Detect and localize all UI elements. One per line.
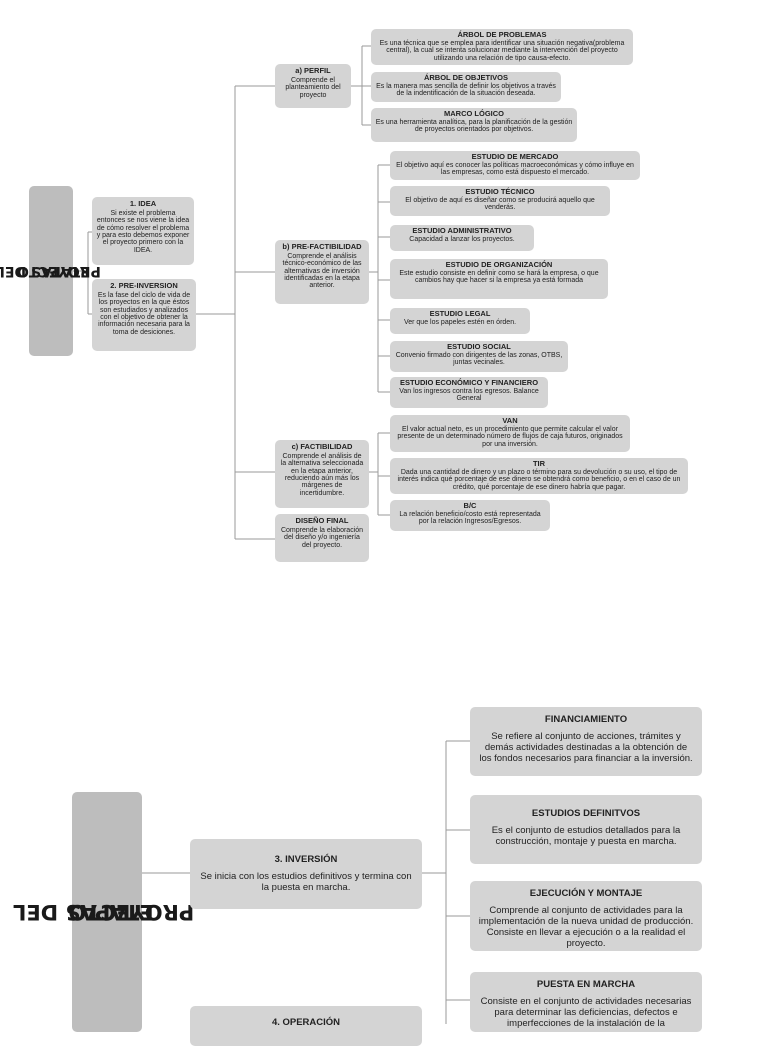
inversion-box: 3. INVERSIÓN Se inicia con los estudios … — [190, 839, 422, 909]
operacion-box: 4. OPERACIÓN — [190, 1006, 422, 1046]
tir-title: TIR — [532, 459, 546, 468]
connector-lines — [73, 45, 470, 1024]
estudio-mercado-desc: El objetivo aquí es conocer las política… — [396, 161, 634, 177]
preinversion-title: 2. PRE-INVERSION — [110, 281, 178, 290]
estudios-definitivos-desc: Es el conjunto de estudios detallados pa… — [491, 824, 681, 847]
estudio-social-desc: Convenio firmado con dirigentes de las z… — [395, 351, 563, 367]
estudio-economico-box: ESTUDIO ECONÓMICO Y FINANCIERO Van los i… — [390, 377, 548, 408]
financiamiento-title: FINANCIAMIENTO — [544, 714, 628, 725]
root-title: ETAPAS DEL PROYECTO — [0, 263, 101, 279]
tir-desc: Dada una cantidad de dinero y un plazo o… — [397, 468, 681, 491]
estudio-legal-desc: Ver que los papeles estén en órden. — [403, 318, 517, 326]
preinversion-box: 2. PRE-INVERSION Es la fase del ciclo de… — [92, 279, 196, 351]
tir-box: TIR Dada una cantidad de dinero y un pla… — [390, 458, 688, 494]
estudio-legal-title: ESTUDIO LEGAL — [429, 309, 491, 318]
perfil-box: a) PERFIL Comprende el planteamiento del… — [275, 64, 351, 108]
puesta-marcha-desc: Consiste en el conjunto de actividades n… — [480, 995, 692, 1029]
estudio-social-box: ESTUDIO SOCIAL Convenio firmado con diri… — [390, 341, 568, 372]
ejecucion-montaje-desc: Comprende al conjunto de actividades par… — [478, 904, 694, 949]
arbol-objetivos-desc: Es la manera mas sencilla de definir los… — [376, 82, 556, 98]
arbol-objetivos-title: ÁRBOL DE OBJETIVOS — [423, 73, 509, 82]
van-title: VAN — [502, 416, 518, 425]
idea-title: 1. IDEA — [129, 199, 157, 208]
financiamiento-desc: Se refiere al conjunto de acciones, trám… — [479, 730, 693, 764]
estudio-economico-title: ESTUDIO ECONÓMICO Y FINANCIERO — [399, 378, 539, 387]
estudio-economico-desc: Van los ingresos contra los egresos. Bal… — [399, 387, 539, 403]
estudio-organizacion-desc: Este estudio consiste en definir como se… — [399, 269, 599, 285]
ejecucion-montaje-box: EJECUCIÓN Y MONTAJE Comprende al conjunt… — [470, 881, 702, 951]
estudio-administrativo-box: ESTUDIO ADMINISTRATIVO Capacidad a lanza… — [390, 225, 534, 251]
prefactibilidad-title: b) PRE-FACTIBILIDAD — [282, 242, 362, 251]
arbol-problemas-box: ÁRBOL DE PROBLEMAS Es una técnica que se… — [371, 29, 633, 65]
estudio-mercado-box: ESTUDIO DE MERCADO El objetivo aquí es c… — [390, 151, 640, 180]
arbol-objetivos-box: ÁRBOL DE OBJETIVOS Es la manera mas senc… — [371, 72, 561, 102]
prefactibilidad-box: b) PRE-FACTIBILIDAD Comprende el análisi… — [275, 240, 369, 304]
diseno-final-box: DISEÑO FINAL Comprende la elaboración de… — [275, 514, 369, 562]
root-title-box: ETAPAS DEL PROYECTO — [0, 186, 101, 356]
idea-desc: Si existe el problema entonces se nos vi… — [96, 209, 190, 254]
prefactibilidad-desc: Comprende el análisis técnico-económico … — [282, 252, 362, 290]
puesta-marcha-box: PUESTA EN MARCHA Consiste en el conjunto… — [470, 972, 702, 1032]
arbol-problemas-desc: Es una técnica que se emplea para identi… — [379, 39, 625, 62]
marco-logico-title: MARCO LÓGICO — [444, 109, 504, 118]
idea-box: 1. IDEA Si existe el problema entonces s… — [92, 197, 194, 265]
root-title-2: ETAPAS DEL PROYECTO — [12, 900, 194, 924]
estudio-organizacion-title: ESTUDIO DE ORGANIZACIÓN — [445, 260, 553, 269]
bc-box: B/C La relación beneficio/costo está rep… — [390, 500, 550, 531]
factibilidad-title: c) FACTIBILIDAD — [291, 442, 353, 451]
inversion-desc: Se inicia con los estudios definitivos y… — [200, 870, 412, 893]
factibilidad-desc: Comprende el análisis de la alternativa … — [280, 452, 364, 497]
bc-title: B/C — [463, 501, 477, 510]
perfil-desc: Comprende el planteamiento del proyecto — [285, 76, 341, 99]
estudio-social-title: ESTUDIO SOCIAL — [447, 342, 511, 351]
financiamiento-box: FINANCIAMIENTO Se refiere al conjunto de… — [470, 707, 702, 776]
van-box: VAN El valor actual neto, es un procedim… — [390, 415, 630, 452]
marco-logico-box: MARCO LÓGICO Es una herramienta analític… — [371, 108, 577, 142]
estudio-tecnico-title: ESTUDIO TÉCNICO — [465, 187, 535, 196]
estudio-administrativo-desc: Capacidad a lanzar los proyectos. — [409, 235, 515, 243]
preinversion-desc: Es la fase del ciclo de vida de los proy… — [97, 291, 191, 336]
van-desc: El valor actual neto, es un procedimient… — [397, 425, 623, 448]
factibilidad-box: c) FACTIBILIDAD Comprende el análisis de… — [275, 440, 369, 508]
bc-desc: La relación beneficio/costo está represe… — [399, 510, 541, 526]
inversion-title: 3. INVERSIÓN — [274, 854, 338, 865]
marco-logico-desc: Es una herramienta analítica, para la pl… — [375, 118, 573, 134]
estudios-definitivos-box: ESTUDIOS DEFINITVOS Es el conjunto de es… — [470, 795, 702, 864]
estudio-tecnico-box: ESTUDIO TÉCNICO El objetivo de aquí es d… — [390, 186, 610, 216]
estudio-tecnico-desc: El objetivo de aquí es diseñar como se p… — [405, 196, 595, 212]
perfil-title: a) PERFIL — [295, 66, 331, 75]
diseno-final-desc: Comprende la elaboración del diseño y/o … — [280, 526, 364, 549]
root-title-box-2: ETAPAS DEL PROYECTO — [12, 792, 194, 1032]
arbol-problemas-title: ÁRBOL DE PROBLEMAS — [457, 30, 547, 39]
puesta-marcha-title: PUESTA EN MARCHA — [536, 979, 636, 990]
ejecucion-montaje-title: EJECUCIÓN Y MONTAJE — [529, 888, 643, 899]
estudio-organizacion-box: ESTUDIO DE ORGANIZACIÓN Este estudio con… — [390, 259, 608, 299]
operacion-title: 4. OPERACIÓN — [271, 1017, 341, 1028]
diseno-final-title: DISEÑO FINAL — [295, 516, 349, 525]
estudio-legal-box: ESTUDIO LEGAL Ver que los papeles estén … — [390, 308, 530, 334]
estudios-definitivos-title: ESTUDIOS DEFINITVOS — [531, 808, 641, 819]
estudio-administrativo-title: ESTUDIO ADMINISTRATIVO — [412, 226, 512, 235]
estudio-mercado-title: ESTUDIO DE MERCADO — [471, 152, 559, 161]
